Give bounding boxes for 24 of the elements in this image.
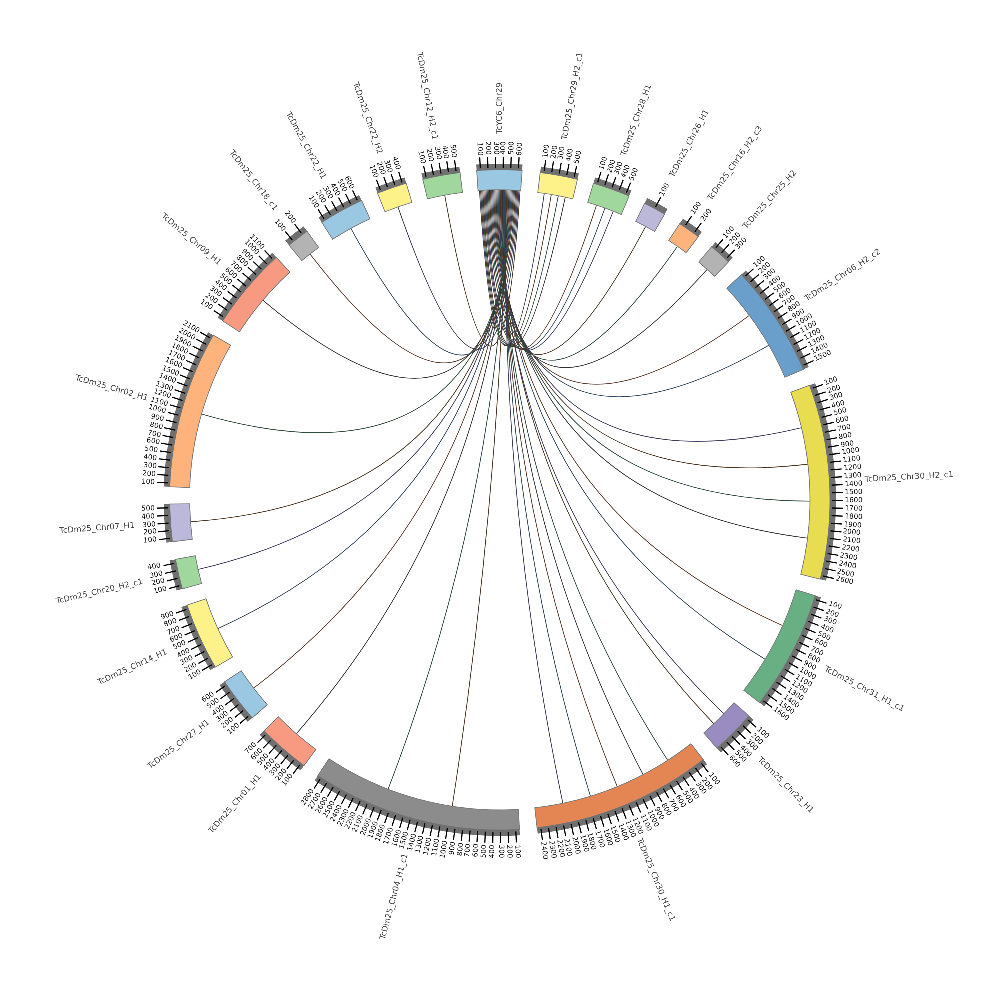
link-curve	[505, 190, 564, 804]
link-curve	[388, 190, 509, 790]
link-curve	[501, 190, 668, 761]
chromosome-segment	[157, 504, 193, 544]
link-curve	[262, 190, 516, 379]
link-curve	[488, 190, 678, 360]
link-curve	[202, 190, 516, 433]
link-curve	[489, 190, 708, 368]
link-curve	[350, 190, 518, 356]
link-curve	[503, 190, 618, 788]
link-curve	[398, 190, 520, 350]
chromosome-label: TcDm25_Chr07_H1	[60, 522, 136, 536]
link-curve	[444, 190, 521, 347]
chromosome-label: TcDm25_Chr30_H2_c1	[865, 470, 954, 484]
link-curve	[502, 190, 644, 776]
link-curve	[504, 190, 592, 797]
link-curve	[253, 190, 511, 689]
link-curve	[296, 190, 510, 734]
link-curve	[452, 190, 508, 807]
chromosome-segment	[476, 157, 524, 191]
link-curve	[487, 190, 646, 355]
link-curve	[218, 190, 512, 630]
chromosome-label: TcYC6_Chr29	[496, 82, 504, 134]
link-curve	[310, 190, 518, 364]
